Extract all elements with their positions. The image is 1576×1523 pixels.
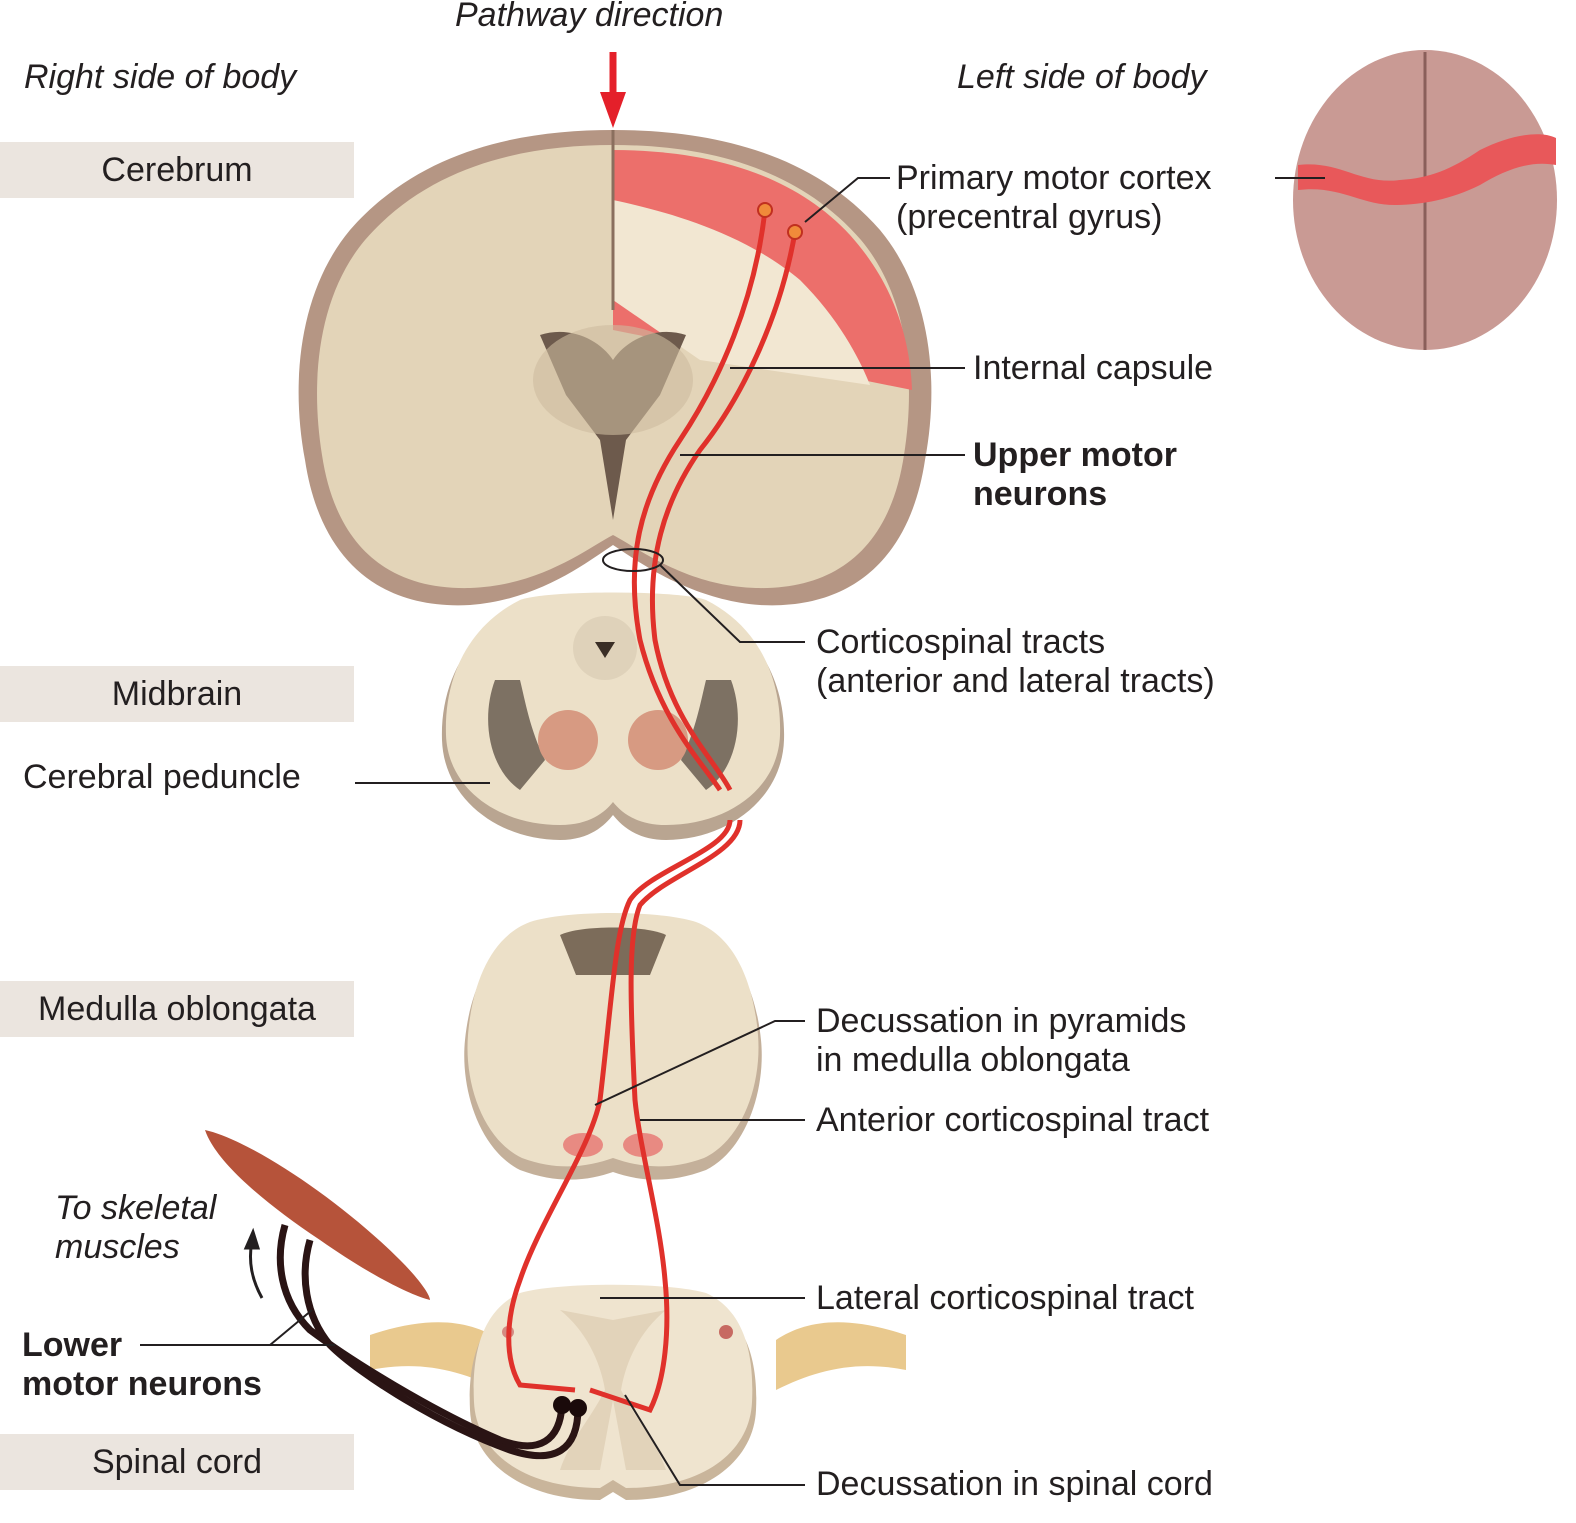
primary-motor-cortex-label: Primary motor cortex	[896, 159, 1212, 197]
to-skeletal-muscles-label-1: To skeletal	[55, 1189, 217, 1227]
lower-motor-neurons-label-2: motor neurons	[22, 1365, 262, 1403]
corticospinal-tracts-label: Corticospinal tracts	[816, 623, 1106, 661]
precentral-gyrus-label: (precentral gyrus)	[896, 198, 1163, 236]
lower-motor-neuron-axons	[276, 1224, 582, 1460]
cerebral-peduncle-label: Cerebral peduncle	[23, 758, 301, 796]
upper-motor-neurons-label-2: neurons	[973, 475, 1108, 513]
anterior-corticospinal-tract-label: Anterior corticospinal tract	[816, 1101, 1210, 1139]
pathway-direction-label: Pathway direction	[455, 0, 724, 34]
cerebrum-section	[298, 130, 932, 606]
leader-lines	[140, 177, 1325, 1486]
region-medulla-oblongata: Medulla oblongata	[0, 981, 354, 1037]
lower-motor-neurons-label-1: Lower	[22, 1326, 123, 1364]
left-side-of-body-label: Left side of body	[957, 58, 1207, 96]
lower-motor-neuron-soma-2	[569, 1399, 587, 1417]
region-cerebrum: Cerebrum	[0, 142, 354, 198]
upper-motor-neuron-soma-1	[757, 202, 773, 218]
region-midbrain: Midbrain	[0, 666, 354, 722]
brain-top-view	[1293, 50, 1557, 350]
corticospinal-tracts-sublabel: (anterior and lateral tracts)	[816, 662, 1215, 700]
upper-motor-neuron-tracts	[506, 209, 798, 1414]
pathway-direction-arrow-icon	[600, 52, 626, 128]
skeletal-muscle	[205, 1130, 430, 1300]
decussation-pyramids-label: Decussation in pyramids	[816, 1002, 1187, 1040]
to-skeletal-muscles-label-2: muscles	[55, 1228, 180, 1266]
to-muscle-arrow-icon	[243, 1227, 264, 1299]
decussation-spinal-cord-label: Decussation in spinal cord	[816, 1465, 1213, 1503]
internal-capsule-label: Internal capsule	[973, 349, 1214, 387]
lateral-corticospinal-tract-label: Lateral corticospinal tract	[816, 1279, 1194, 1317]
upper-motor-neuron-soma-2	[787, 224, 803, 240]
decussation-pyramids-sublabel: in medulla oblongata	[816, 1041, 1130, 1079]
midbrain-section	[441, 592, 785, 840]
medulla-section	[464, 913, 762, 1180]
lower-motor-neuron-soma-1	[553, 1396, 571, 1414]
right-side-of-body-label: Right side of body	[24, 58, 297, 96]
upper-motor-neurons-label-1: Upper motor	[973, 436, 1177, 474]
region-spinal-cord: Spinal cord	[0, 1434, 354, 1490]
